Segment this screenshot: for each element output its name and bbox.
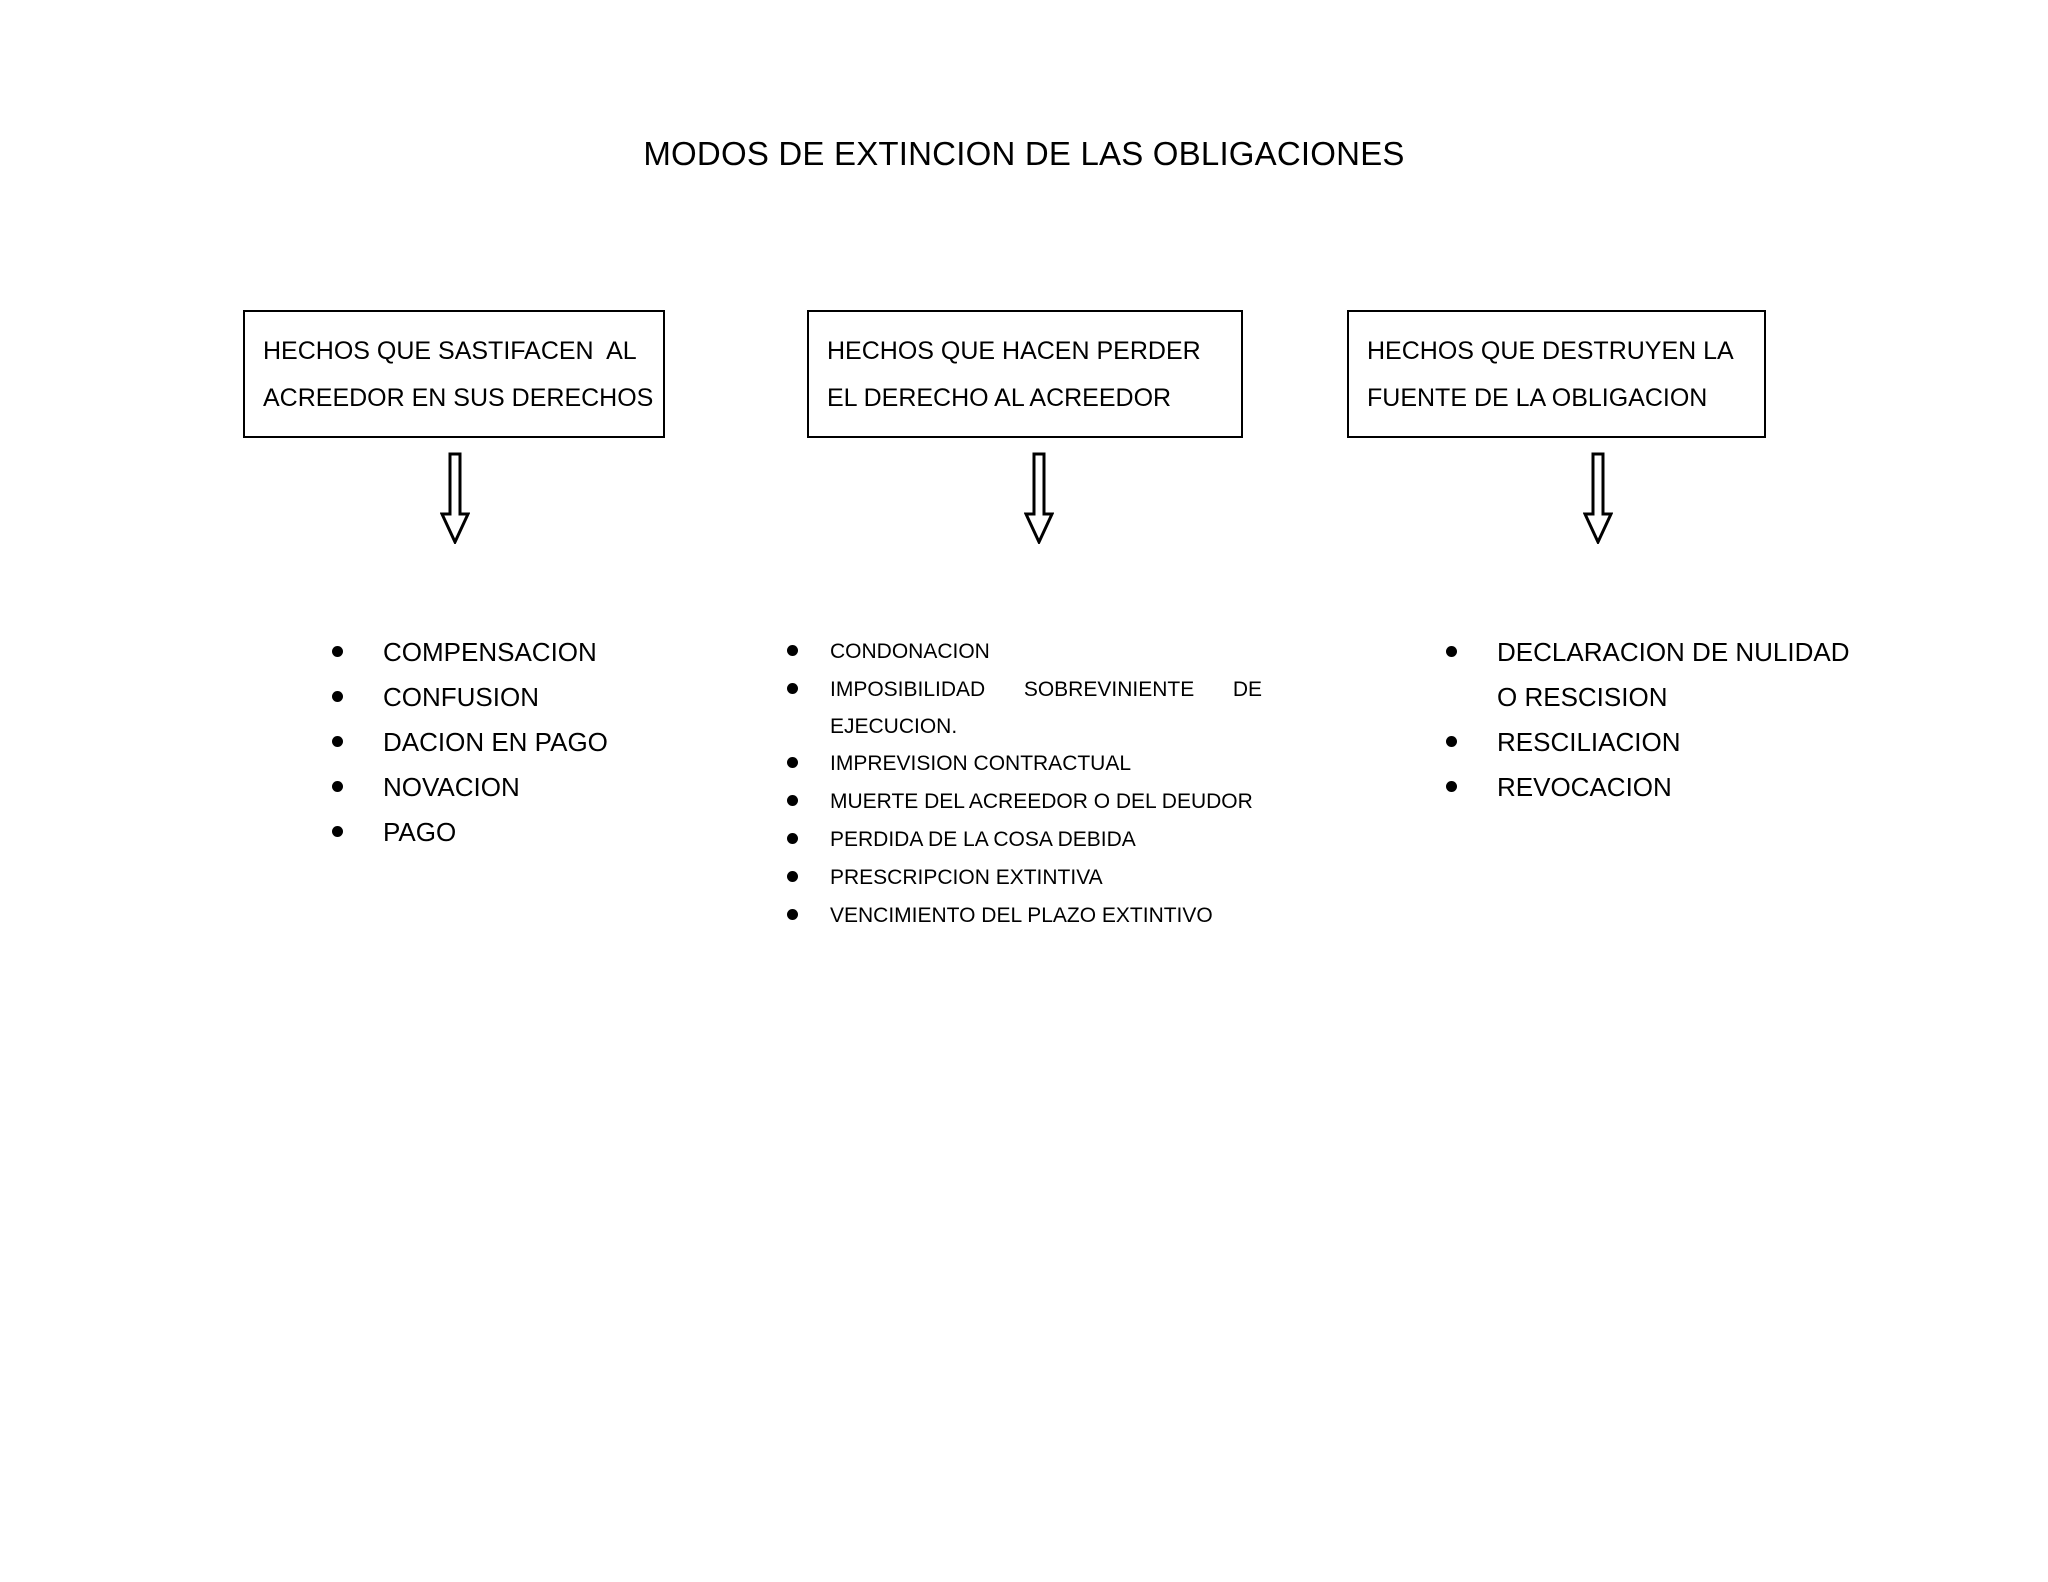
category-box-1: HECHOS QUE SASTIFACEN AL ACREEDOR EN SUS… (243, 310, 665, 438)
list-item-label: DACION EN PAGO (383, 727, 608, 757)
list-item-label: CONDONACION (830, 640, 990, 663)
down-arrow-outline-icon (440, 452, 470, 544)
list-item-label: COMPENSACION (383, 637, 597, 667)
list-item: REVOCACION (1446, 765, 1866, 810)
list-item-label: IMPREVISION CONTRACTUAL (830, 752, 1132, 775)
bullet-dot-icon (787, 757, 798, 768)
list-item-label: IMPOSIBILIDAD SOBREVINIENTE DE EJECUCION… (830, 678, 1268, 738)
category-box-3-label: HECHOS QUE DESTRUYEN LA FUENTE DE LA OBL… (1367, 337, 1734, 412)
list-column-2: CONDONACION IMPOSIBILIDAD SOBREVINIENTE … (787, 633, 1262, 935)
list-item-label: RESCILIACION (1497, 727, 1681, 757)
list-item: VENCIMIENTO DEL PLAZO EXTINTIVO (787, 897, 1262, 935)
list-column-1: COMPENSACION CONFUSION DACION EN PAGO NO… (332, 630, 752, 855)
bullet-dot-icon (332, 781, 343, 792)
bullet-dot-icon (787, 909, 798, 920)
list-item: CONFUSION (332, 675, 752, 720)
bullet-dot-icon (332, 826, 343, 837)
bullet-dot-icon (787, 683, 798, 694)
bullet-dot-icon (1446, 646, 1457, 657)
list-column-3: DECLARACION DE NULIDAD O RESCISION RESCI… (1446, 630, 1866, 810)
list-item: IMPREVISION CONTRACTUAL (787, 745, 1262, 783)
bullet-dot-icon (332, 646, 343, 657)
bullet-dot-icon (332, 736, 343, 747)
list-item: COMPENSACION (332, 630, 752, 675)
list-item-label: VENCIMIENTO DEL PLAZO EXTINTIVO (830, 904, 1213, 927)
category-box-2: HECHOS QUE HACEN PERDER EL DERECHO AL AC… (807, 310, 1243, 438)
bullet-dot-icon (787, 795, 798, 806)
list-item: IMPOSIBILIDAD SOBREVINIENTE DE EJECUCION… (787, 671, 1262, 745)
list-item: DECLARACION DE NULIDAD O RESCISION (1446, 630, 1866, 720)
bullet-dot-icon (1446, 736, 1457, 747)
list-item: CONDONACION (787, 633, 1262, 671)
down-arrow-outline-icon (1583, 452, 1613, 544)
page-title: MODOS DE EXTINCION DE LAS OBLIGACIONES (643, 135, 1405, 172)
list-item-label: MUERTE DEL ACREEDOR O DEL DEUDOR (830, 790, 1253, 813)
list-item: NOVACION (332, 765, 752, 810)
list-item: MUERTE DEL ACREEDOR O DEL DEUDOR (787, 783, 1262, 821)
list-item: PERDIDA DE LA COSA DEBIDA (787, 821, 1262, 859)
list-item: PRESCRIPCION EXTINTIVA (787, 859, 1262, 897)
list-item-label: NOVACION (383, 772, 520, 802)
category-box-3: HECHOS QUE DESTRUYEN LA FUENTE DE LA OBL… (1347, 310, 1766, 438)
list-item-label: DECLARACION DE NULIDAD O RESCISION (1497, 637, 1857, 712)
list-item-label: PRESCRIPCION EXTINTIVA (830, 866, 1103, 889)
list-item: PAGO (332, 810, 752, 855)
bullet-dot-icon (1446, 781, 1457, 792)
list-item-label: REVOCACION (1497, 772, 1672, 802)
bullet-dot-icon (787, 645, 798, 656)
list-item-label: CONFUSION (383, 682, 539, 712)
bullet-dot-icon (787, 871, 798, 882)
category-box-2-label: HECHOS QUE HACEN PERDER EL DERECHO AL AC… (827, 337, 1201, 412)
category-box-1-label: HECHOS QUE SASTIFACEN AL ACREEDOR EN SUS… (263, 337, 654, 412)
bullet-dot-icon (332, 691, 343, 702)
bullet-dot-icon (787, 833, 798, 844)
list-item-label: PAGO (383, 817, 457, 847)
list-item: DACION EN PAGO (332, 720, 752, 765)
list-item-label: PERDIDA DE LA COSA DEBIDA (830, 828, 1136, 851)
down-arrow-outline-icon (1024, 452, 1054, 544)
list-item: RESCILIACION (1446, 720, 1866, 765)
